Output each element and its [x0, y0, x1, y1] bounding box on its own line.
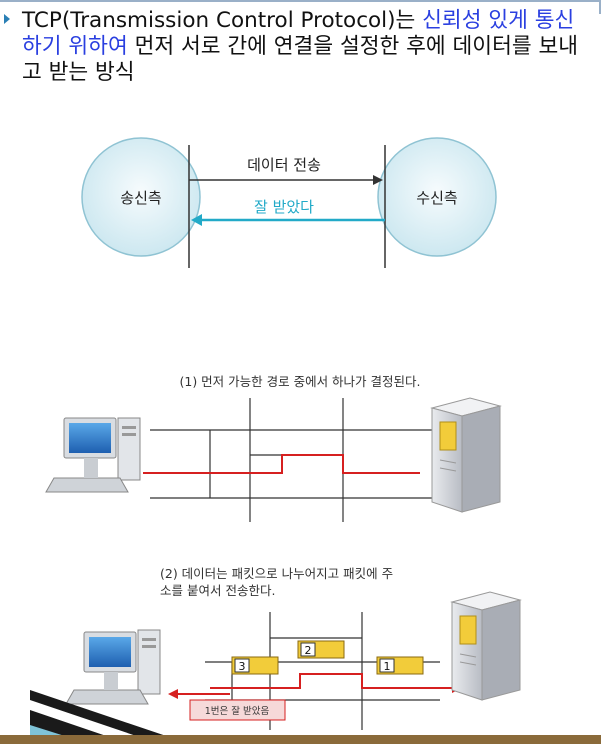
send-arrowhead	[373, 175, 383, 185]
intro-suffix: 먼저 서로 간에 연결을 설정한 후에 데이터를 보내고 받는 방식	[22, 34, 579, 85]
client-computer-icon-2	[65, 629, 161, 705]
packet-transfer-diagram: (2) 데이터는 패킷으로 나누어지고 패킷에 주 소를 붙여서 전송한다. 3…	[65, 566, 522, 730]
receiver-label: 수신측	[416, 189, 457, 207]
packet-1-label: 1	[384, 660, 391, 673]
ack-arrowhead	[191, 214, 202, 226]
route-caption: (1) 먼저 가능한 경로 중에서 하나가 결정된다.	[179, 374, 420, 389]
intro-paragraph: TCP(Transmission Control Protocol)는 신뢰성 …	[22, 8, 594, 86]
server-icon-2	[450, 591, 522, 701]
route-selection-diagram: (1) 먼저 가능한 경로 중에서 하나가 결정된다.	[45, 374, 502, 522]
route-arrow-left	[168, 689, 178, 699]
receiver-circle	[377, 137, 497, 257]
sender-label: 송신측	[120, 189, 161, 207]
packet-1: 1	[376, 656, 424, 675]
packet-3-label: 3	[239, 660, 246, 673]
packet-caption-line2: 소를 붙여서 전송한다.	[160, 583, 275, 598]
slide-right-border	[599, 0, 601, 14]
packet-3: 3	[231, 656, 279, 675]
packet-2-label: 2	[305, 644, 312, 657]
packet-route	[210, 673, 460, 689]
ack-label: 잘 받았다	[254, 198, 314, 216]
intro-highlight: 신뢰성 있게 통신하기 위하여	[22, 8, 575, 59]
packet-caption-line1: (2) 데이터는 패킷으로 나누어지고 패킷에 주	[160, 566, 393, 581]
send-label: 데이터 전송	[247, 156, 321, 174]
slide-top-border	[0, 0, 601, 2]
server-icon	[430, 397, 502, 513]
footer-decoration	[0, 690, 601, 744]
ack-box	[189, 699, 286, 721]
sender-circle	[81, 137, 201, 257]
bullet-arrow-icon	[4, 14, 10, 24]
tcp-handshake-diagram: 송신측 수신측 데이터 전송 잘 받았다	[81, 137, 497, 268]
packet-2: 2	[297, 640, 345, 659]
ack-box-label: 1번은 잘 받았음	[205, 705, 270, 717]
client-computer-icon	[45, 417, 141, 493]
selected-route	[143, 454, 420, 474]
intro-prefix: TCP(Transmission Control Protocol)는	[22, 8, 423, 33]
